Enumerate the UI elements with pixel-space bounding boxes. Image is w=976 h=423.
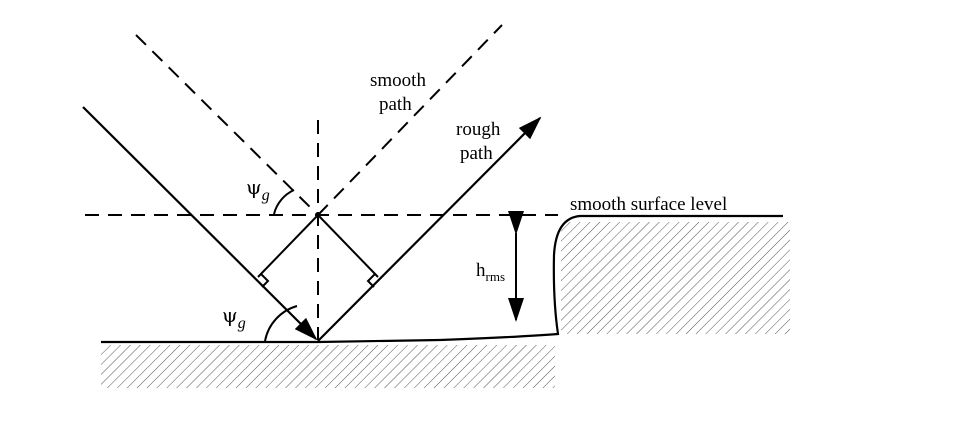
- raised-block-hatch: [561, 222, 790, 334]
- angle-arc-bottom: [264, 305, 298, 342]
- smooth-incident-dashed-ray: [135, 34, 319, 216]
- right-angle-mark-right: [366, 273, 376, 288]
- rough-path-label-2: path: [460, 143, 493, 164]
- angle-arc-top: [273, 189, 295, 215]
- right-angle-mark-left: [260, 273, 270, 288]
- perpendicular-right: [317, 214, 379, 278]
- incident-ray: [82, 106, 318, 341]
- h-rms-label: hrms: [476, 260, 505, 284]
- perpendicular-left: [257, 214, 319, 278]
- smooth-reflected-dashed-ray: [317, 24, 503, 216]
- psi-g-label-top: ψg: [246, 175, 270, 204]
- smooth-path-label-2: path: [379, 94, 412, 115]
- psi-g-label-bottom: ψg: [222, 303, 246, 332]
- rough-path-label-1: rough: [456, 119, 501, 140]
- rough-reflected-ray: [317, 116, 542, 342]
- smooth-surface-level-label: smooth surface level: [570, 194, 727, 215]
- smooth-path-label-1: smooth: [370, 70, 426, 91]
- rough-surface-line: [101, 214, 783, 344]
- lower-ground-hatch: [101, 345, 555, 388]
